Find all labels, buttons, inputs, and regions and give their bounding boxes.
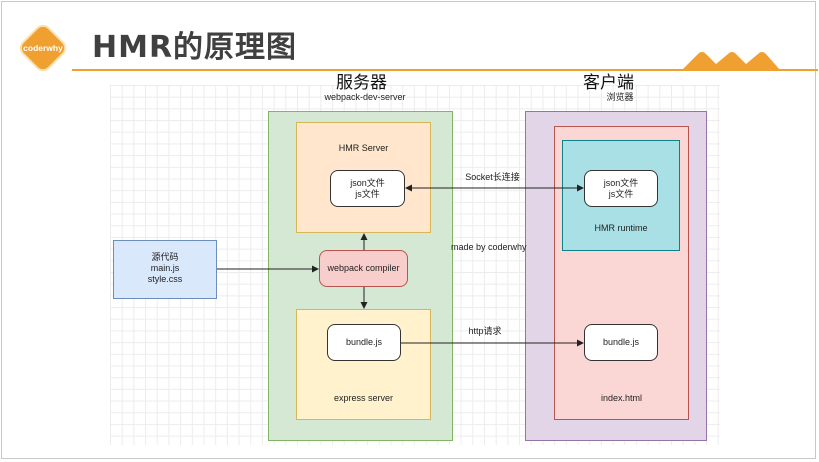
index-html-label: index.html — [600, 393, 643, 403]
server-bundle-box: bundle.js — [327, 324, 401, 361]
client-bundle-label: bundle.js — [602, 337, 640, 347]
source-code-label: 源代码 main.js style.css — [113, 252, 217, 285]
webpack-compiler-box: webpack compiler — [319, 250, 408, 287]
watermark: made by coderwhy — [451, 242, 527, 252]
server-container-label: webpack-dev-server — [324, 92, 406, 102]
client-container-label: 浏览器 — [606, 92, 634, 102]
client-js-file: js文件 — [608, 188, 634, 199]
coderwhy-logo: coderwhy — [19, 24, 67, 72]
server-bundle-label: bundle.js — [345, 337, 383, 347]
title-underline — [72, 69, 818, 71]
style-css-label: style.css — [147, 274, 183, 284]
main-js-label: main.js — [150, 263, 180, 273]
logo-text: coderwhy — [23, 43, 63, 53]
client-heading: 客户端 — [583, 73, 634, 93]
mountains-decoration — [682, 52, 780, 70]
server-json-file: json文件 — [350, 177, 385, 188]
http-label: http请求 — [468, 326, 502, 336]
hmr-runtime-label: HMR runtime — [594, 223, 648, 233]
socket-label: Socket长连接 — [465, 172, 520, 182]
webpack-compiler-label: webpack compiler — [327, 263, 400, 273]
source-code-box — [113, 240, 217, 299]
server-heading: 服务器 — [336, 73, 387, 93]
server-js-file: js文件 — [355, 188, 380, 199]
express-server-label: express server — [333, 393, 394, 403]
hmr-server-label: HMR Server — [338, 143, 389, 153]
slide-title: HMR的原理图 — [92, 30, 298, 65]
client-bundle-box: bundle.js — [584, 324, 658, 361]
client-json-file: json文件 — [603, 177, 639, 188]
source-code-title: 源代码 — [151, 252, 179, 262]
